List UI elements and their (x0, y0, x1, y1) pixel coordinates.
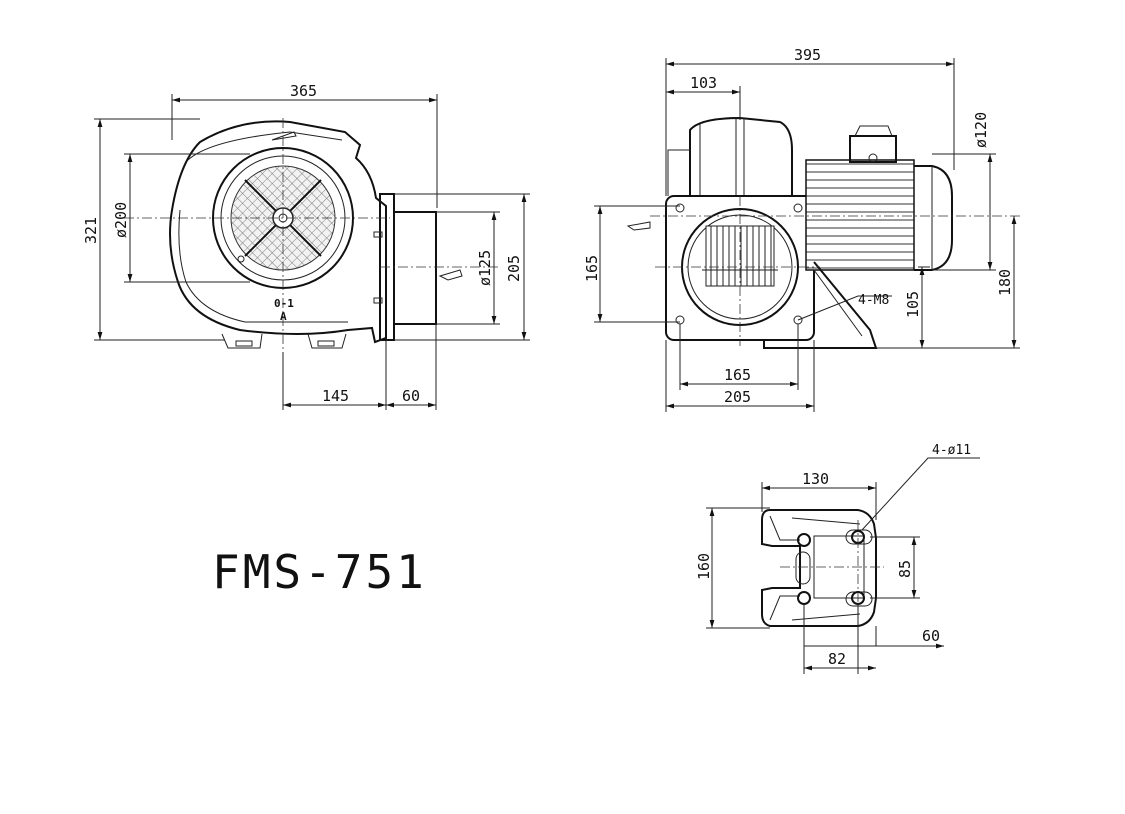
front-feet (221, 333, 347, 349)
dim-total-length: 395 (794, 46, 821, 64)
dim-front-width: 365 (290, 82, 317, 100)
dim-base-edge: 60 (922, 627, 940, 645)
dim-outlet-height: 205 (505, 255, 523, 282)
dim-front-height: 321 (82, 217, 100, 244)
dim-flange-height: 165 (583, 255, 601, 282)
front-view: 0-1 A 365 321 ø200 ø125 205 145 60 (82, 82, 530, 410)
front-housing (169, 120, 387, 344)
side-housing (689, 116, 793, 197)
dim-hole-spacing-h: 82 (828, 650, 846, 668)
terminal-box (849, 135, 897, 163)
dim-base-depth: 160 (695, 553, 713, 580)
model-name: FMS-751 (212, 545, 427, 599)
dim-inlet-dia: ø200 (112, 202, 130, 238)
outlet-duct (393, 211, 437, 325)
base-outline (761, 509, 877, 627)
dim-flange-width: 205 (724, 388, 751, 406)
rating-label: 0-1 (274, 297, 294, 310)
dim-base-width: 130 (802, 470, 829, 488)
dim-flange-depth: 60 (402, 387, 420, 405)
motor-body (805, 159, 915, 271)
side-stand (763, 261, 878, 349)
base-hole-label: 4-ø11 (932, 443, 971, 458)
dim-offset: 145 (322, 387, 349, 405)
dim-housing-depth: 103 (690, 74, 717, 92)
dim-center-height: 180 (996, 269, 1014, 296)
base-view: 4-ø11 130 160 85 82 60 (695, 443, 980, 674)
dim-bolt-spacing: 165 (724, 366, 751, 384)
base-hole (797, 533, 811, 547)
base-hole (797, 591, 811, 605)
dim-motor-dia: ø120 (972, 112, 990, 148)
dim-base-height: 105 (904, 291, 922, 318)
dim-hole-spacing-v: 85 (896, 560, 914, 578)
side-hole-label: 4-M8 (858, 293, 889, 308)
side-view: 4-M8 395 103 ø120 165 105 180 165 (583, 46, 1020, 412)
dim-outlet-dia: ø125 (476, 250, 494, 286)
rating-sub: A (280, 310, 287, 323)
